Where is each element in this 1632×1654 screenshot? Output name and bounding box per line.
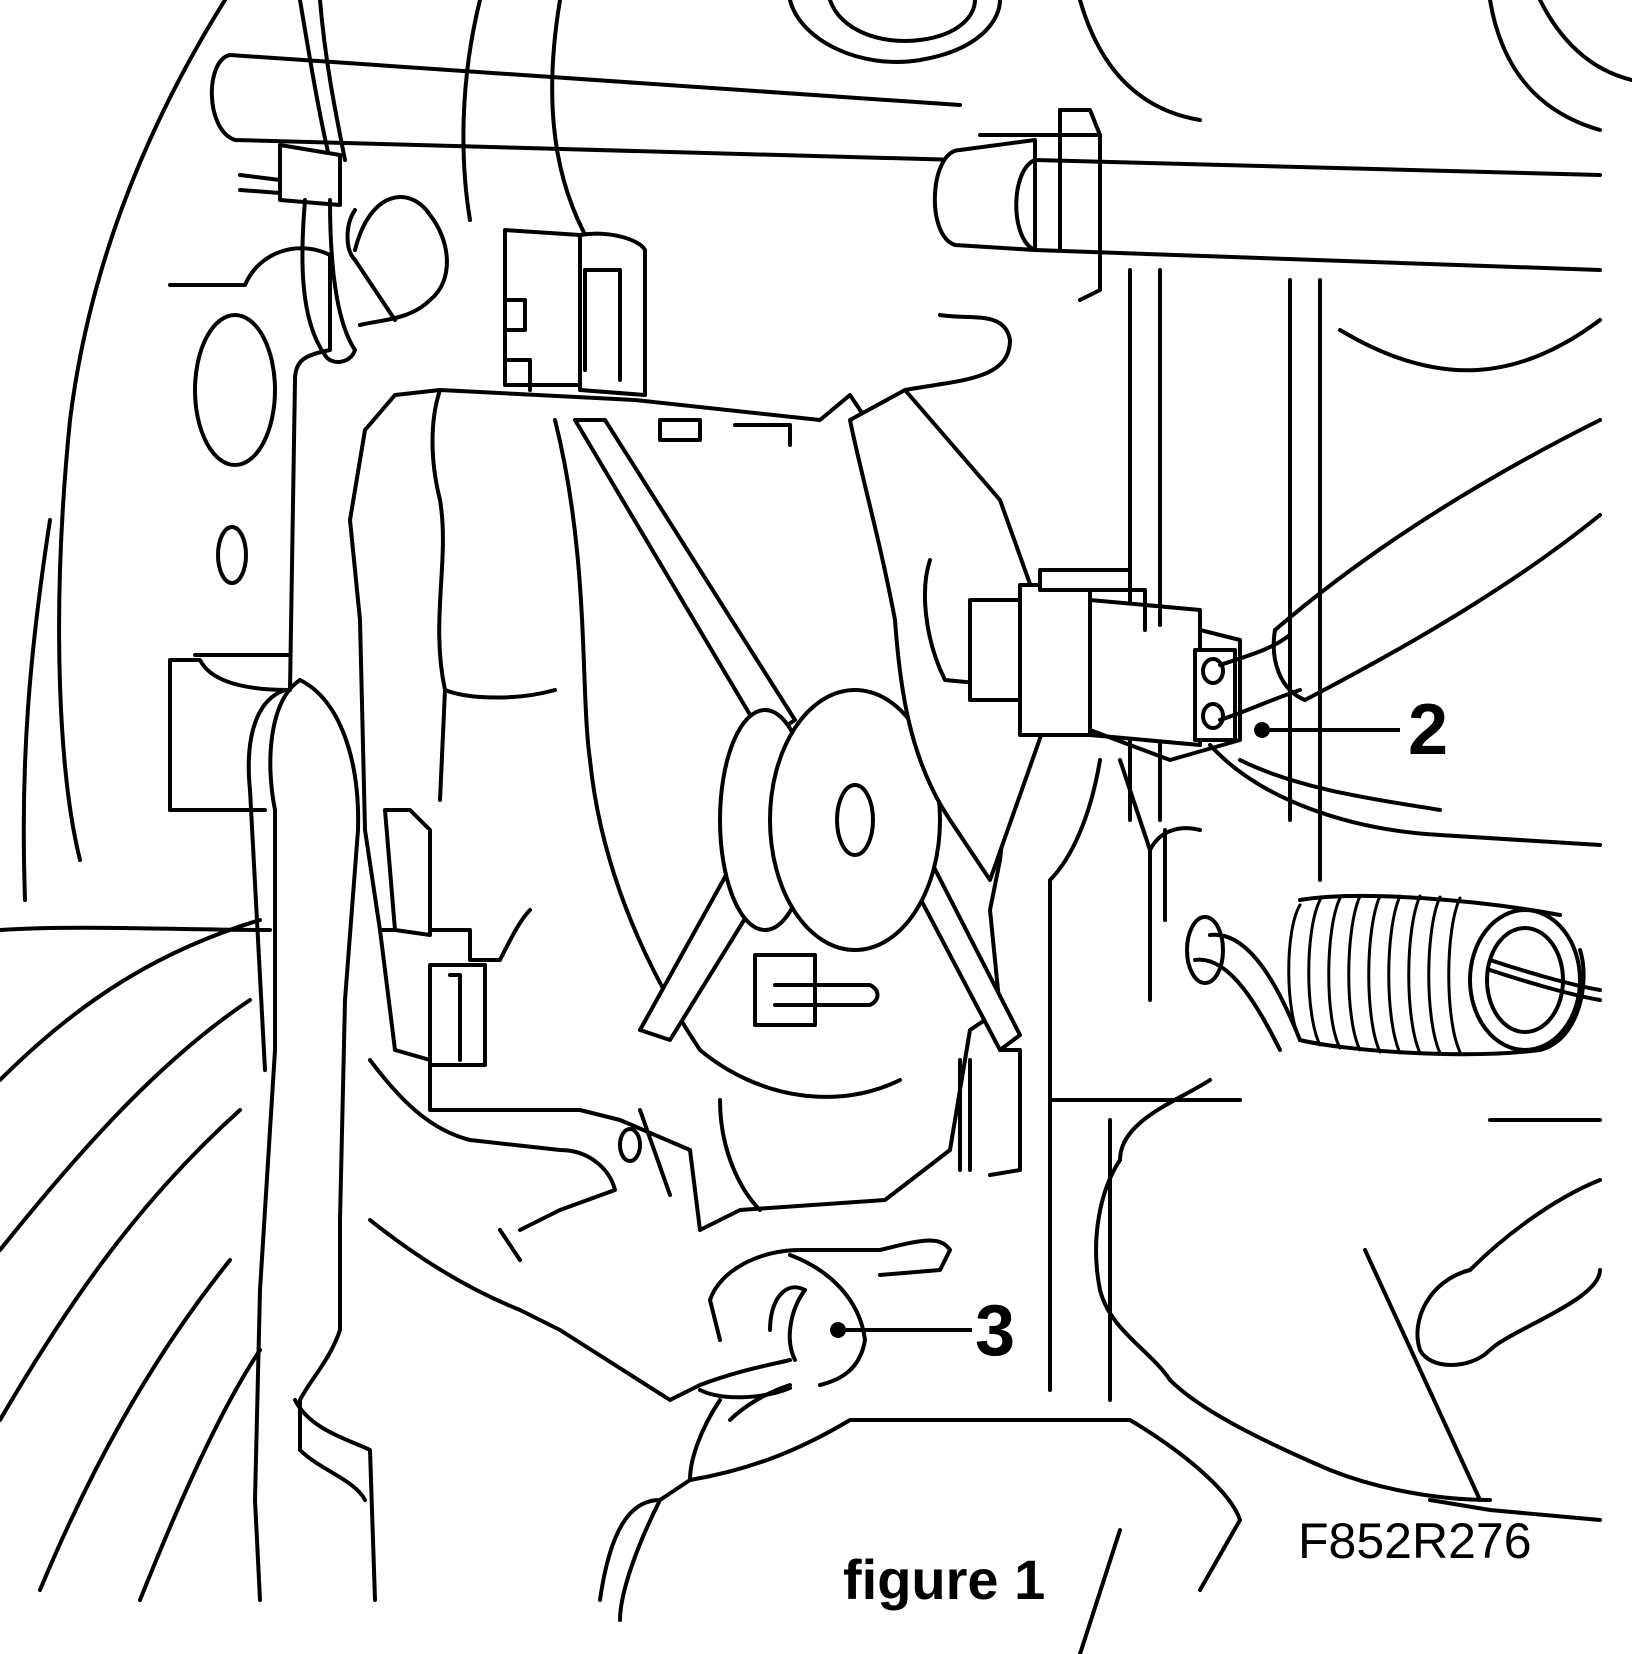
callout-3-number: 3 [975,1291,1016,1371]
wire-harness [1208,418,1602,847]
body-panels [0,0,1632,1602]
pedal-box-casting [1094,1078,1602,1522]
return-spring [1185,893,1602,1057]
switch-rotor [573,418,1022,1177]
lower-frame [1048,758,1242,1402]
cable-clip [238,0,449,364]
callout-2-leader [1254,722,1400,738]
lower-bracket [368,1218,1242,1654]
figure-reference-code: F852R276 [1298,1513,1532,1569]
left-bracket [168,246,332,1072]
pedal-arm [253,678,377,1602]
callout-2-number: 2 [1408,690,1449,770]
top-connector [503,228,647,397]
callout-3-leader [830,1322,972,1338]
top-pipe [209,53,1602,302]
switch-housing [348,388,1010,1262]
vertical-rods [1128,268,1602,882]
latch-blade [848,313,1052,882]
figure-caption: figure 1 [843,1548,1046,1611]
right-connector [923,558,1242,762]
